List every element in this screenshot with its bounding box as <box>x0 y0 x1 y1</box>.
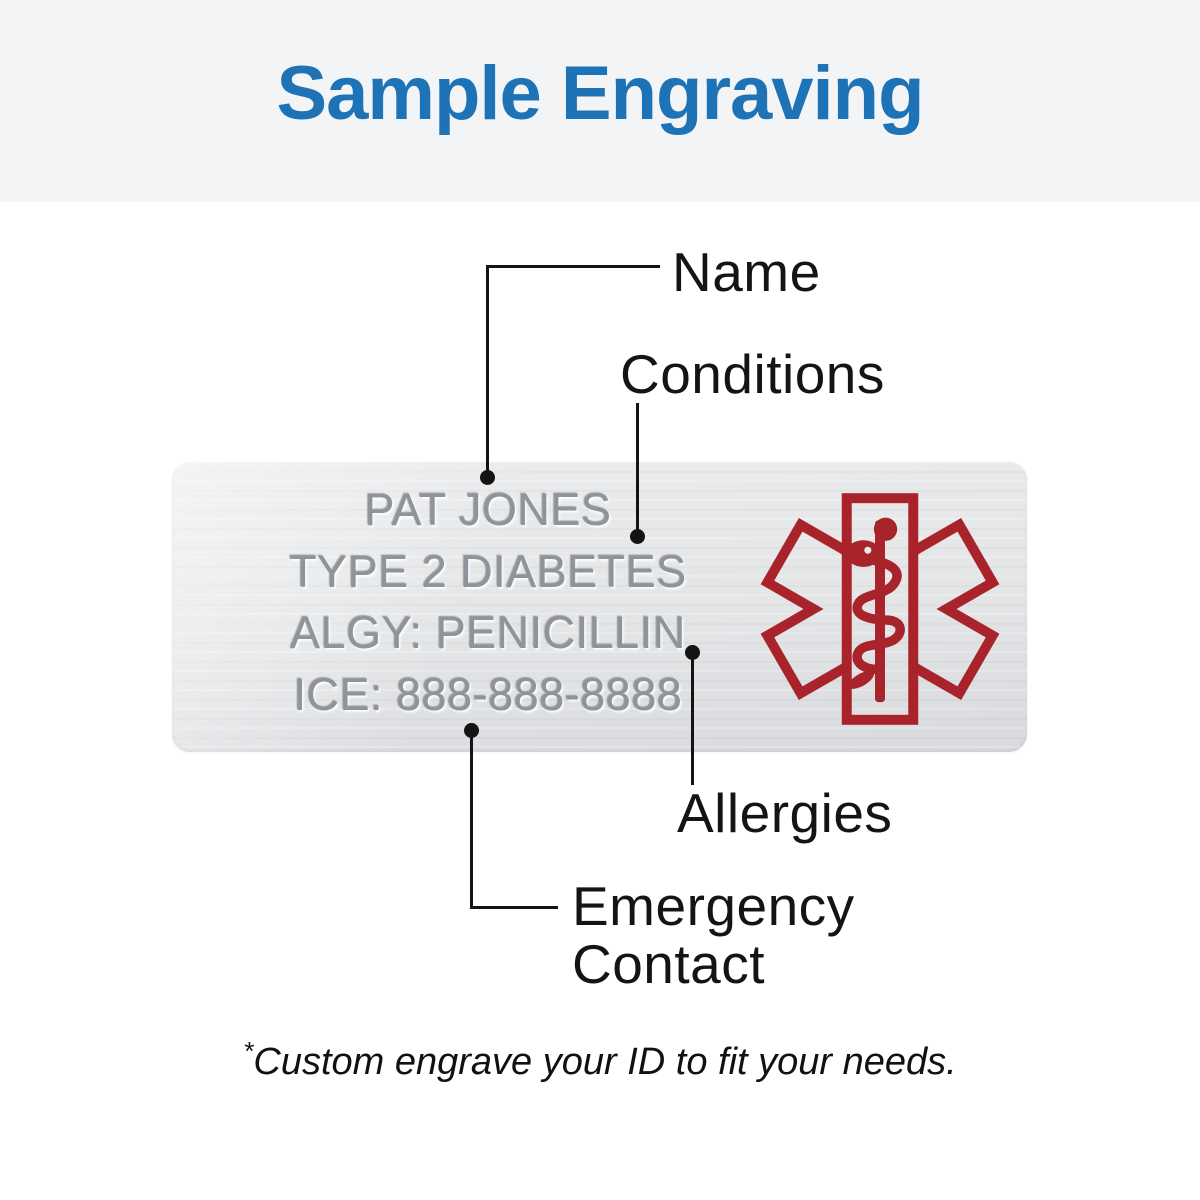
engraved-line-allergy: ALGY: PENICILLIN <box>290 607 686 658</box>
allergies-callout-dot <box>685 645 700 660</box>
conditions-callout-line <box>636 403 639 531</box>
star-of-life-icon <box>757 486 1003 732</box>
footnote: *Custom engrave your ID to fit your need… <box>0 1028 1200 1085</box>
footnote-text: Custom engrave your ID to fit your needs… <box>253 1041 957 1083</box>
conditions-label: Conditions <box>620 343 885 405</box>
allergies-callout-line <box>691 659 694 785</box>
emergency-callout-dot <box>464 723 479 738</box>
emergency-callout-line-horizontal <box>470 906 558 909</box>
allergies-label: Allergies <box>677 782 893 844</box>
name-callout-line-vertical <box>486 265 489 472</box>
page-title: Sample Engraving <box>276 51 924 136</box>
rod-of-asclepius <box>845 517 905 703</box>
footnote-asterisk: * <box>243 1036 254 1066</box>
header-band <box>0 0 1200 202</box>
engraved-line-ice: ICE: 888-888-8888 <box>293 668 683 720</box>
name-label: Name <box>672 241 821 303</box>
conditions-callout-dot <box>630 529 645 544</box>
name-callout-dot <box>480 470 495 485</box>
engraved-line-condition: TYPE 2 DIABETES <box>289 545 687 597</box>
emergency-contact-label: Emergency Contact <box>572 875 855 995</box>
engraved-text-block: PAT JONES TYPE 2 DIABETES ALGY: PENICILL… <box>172 479 804 725</box>
emergency-callout-line-vertical <box>470 737 473 909</box>
snake-eye <box>864 546 872 554</box>
engraved-line-name: PAT JONES <box>364 484 612 535</box>
name-callout-line-horizontal <box>486 265 660 268</box>
